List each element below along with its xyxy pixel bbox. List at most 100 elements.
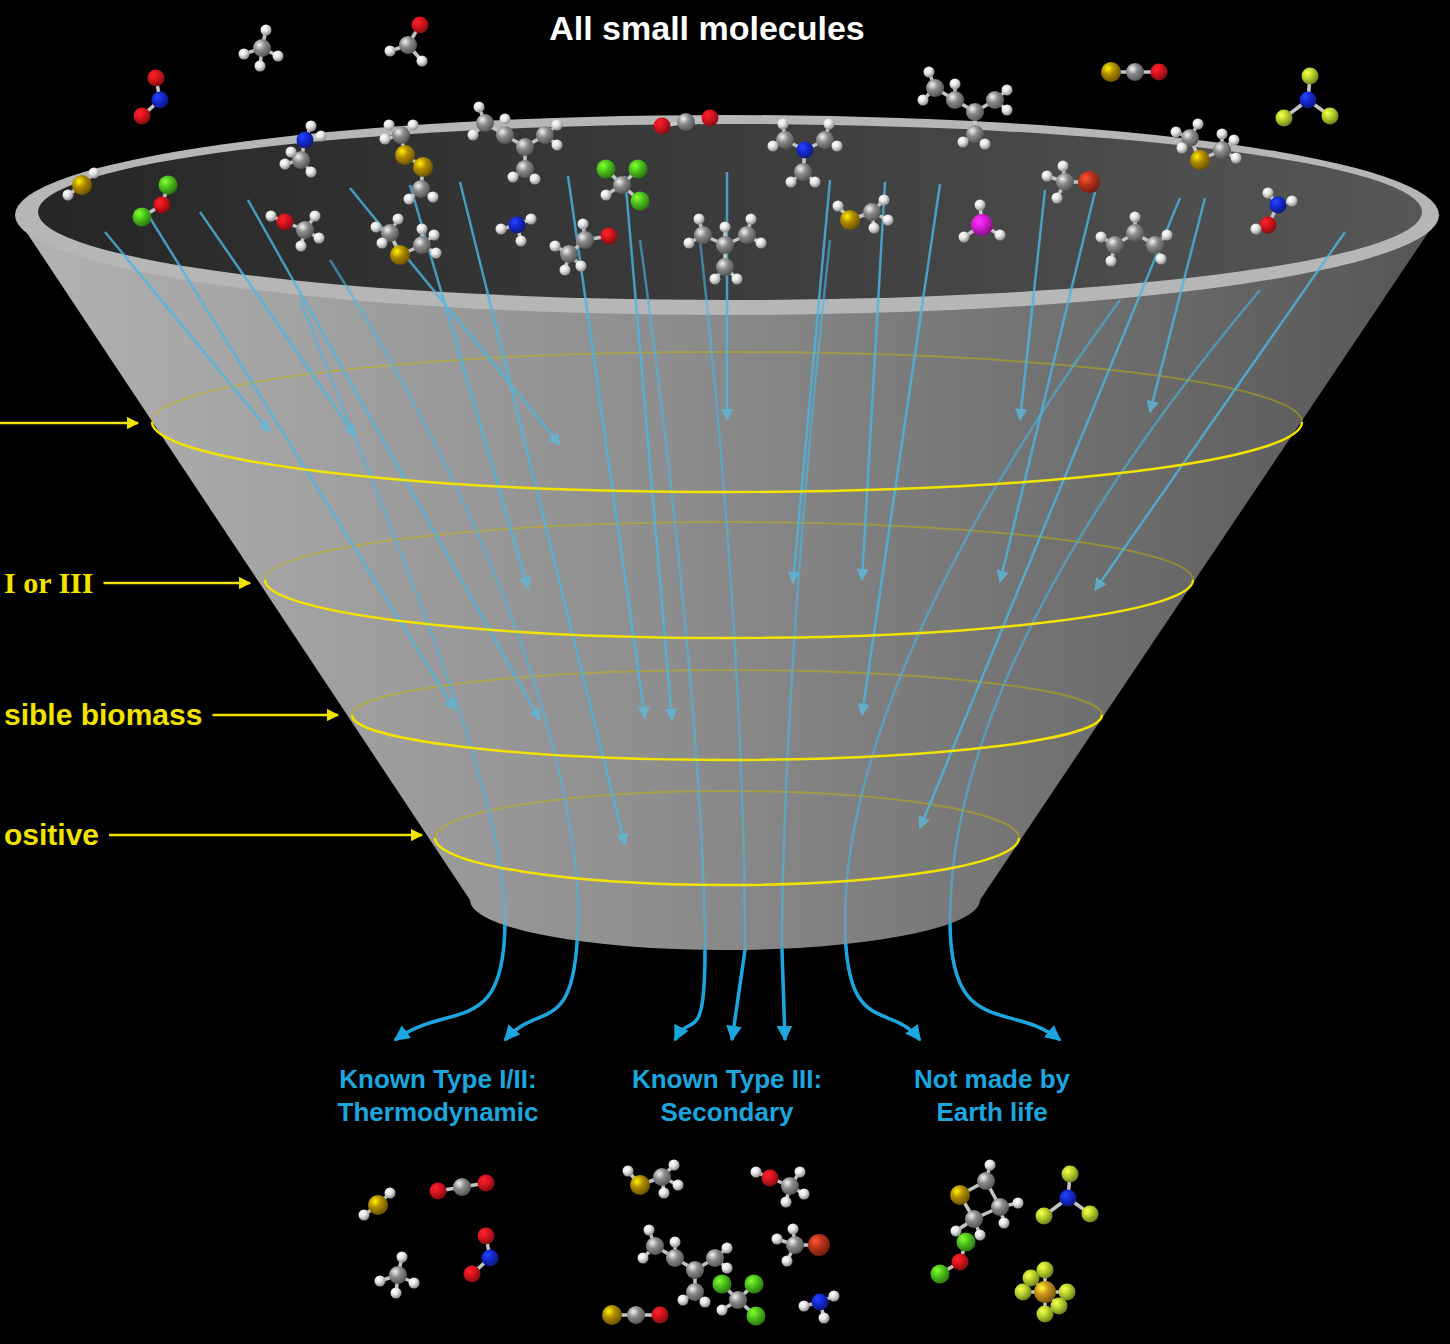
atom (1151, 64, 1168, 81)
atom (776, 131, 794, 149)
atom (601, 190, 612, 201)
atom (926, 79, 944, 97)
atom (428, 192, 439, 203)
atom (306, 121, 317, 132)
molecule (1251, 188, 1298, 235)
atom (1322, 108, 1339, 125)
atom (1078, 171, 1100, 193)
atom (255, 61, 266, 72)
leader-line (109, 834, 422, 837)
atom (732, 274, 743, 285)
molecule (1276, 68, 1339, 127)
atom (623, 1166, 634, 1177)
atom (745, 1275, 764, 1294)
atom (404, 194, 415, 205)
atom (253, 39, 271, 57)
atom (1213, 141, 1231, 159)
atom (918, 95, 929, 106)
atom (509, 217, 526, 234)
exit-paths-faint (300, 240, 1260, 1040)
atom (159, 176, 178, 195)
atom (1130, 212, 1141, 223)
atom (550, 241, 561, 252)
molecule (359, 1188, 396, 1221)
atom (716, 236, 734, 254)
atom (786, 1236, 804, 1254)
molecule (385, 17, 429, 67)
flow-arrow (920, 198, 1180, 828)
atom (629, 160, 648, 179)
exit-arrow (300, 300, 505, 1040)
molecule (266, 211, 325, 252)
atom (496, 126, 514, 144)
atom (669, 1160, 680, 1171)
atom (482, 1250, 499, 1267)
atom (706, 1249, 724, 1267)
atom (829, 1291, 840, 1302)
atom (397, 1252, 408, 1263)
atom (1231, 153, 1242, 164)
atom (646, 1237, 664, 1255)
atom (762, 1170, 779, 1187)
flow-arrow (150, 218, 455, 710)
atom (1052, 193, 1063, 204)
molecule (931, 1233, 976, 1284)
atom (812, 1294, 829, 1311)
atom (950, 79, 961, 90)
atom (464, 1266, 481, 1283)
leader-line (212, 714, 338, 717)
atom (653, 1168, 671, 1186)
atom (310, 211, 321, 222)
atom (863, 203, 881, 221)
atom (152, 92, 169, 109)
atom (393, 214, 404, 225)
exit-path (950, 290, 1260, 1040)
atom (377, 238, 388, 249)
atom (995, 230, 1006, 241)
atom (627, 1306, 645, 1324)
molecule (134, 70, 169, 125)
atom (1146, 236, 1164, 254)
exit-arrow (782, 240, 830, 1040)
atom (560, 245, 578, 263)
atom (576, 231, 594, 249)
molecule (684, 214, 767, 285)
leader-lines (0, 423, 422, 835)
ring-fronts (152, 422, 1302, 885)
atom (1126, 224, 1144, 242)
exit-path (330, 260, 578, 1040)
category-label: Known Type III: Secondary (607, 1063, 847, 1129)
atom (1002, 105, 1013, 116)
atom (946, 91, 964, 109)
atom (1270, 197, 1287, 214)
exit-arrow (700, 240, 745, 1040)
flow-arrow (105, 232, 270, 432)
ring-front (435, 838, 1019, 885)
flow-arrow (862, 182, 885, 580)
atom (390, 245, 410, 265)
atom (409, 1278, 420, 1289)
atom (1126, 63, 1144, 81)
atom (395, 145, 415, 165)
atom (768, 141, 779, 152)
atom (552, 120, 563, 131)
atom (1193, 119, 1204, 130)
atom (359, 1210, 370, 1221)
atom (952, 1254, 969, 1271)
atom (385, 1188, 396, 1199)
atom (453, 1178, 471, 1196)
atom (1260, 217, 1277, 234)
title: All small molecules (407, 8, 1007, 48)
exit-path (782, 240, 830, 1040)
atom (413, 236, 431, 254)
atom (385, 46, 396, 57)
atom (72, 175, 92, 195)
atom (795, 1167, 806, 1178)
atom (133, 208, 152, 227)
atom (408, 120, 419, 131)
atom (729, 1291, 747, 1309)
atom (1300, 92, 1317, 109)
atom (1034, 1281, 1056, 1303)
molecule (772, 1224, 831, 1267)
atom (134, 108, 151, 125)
